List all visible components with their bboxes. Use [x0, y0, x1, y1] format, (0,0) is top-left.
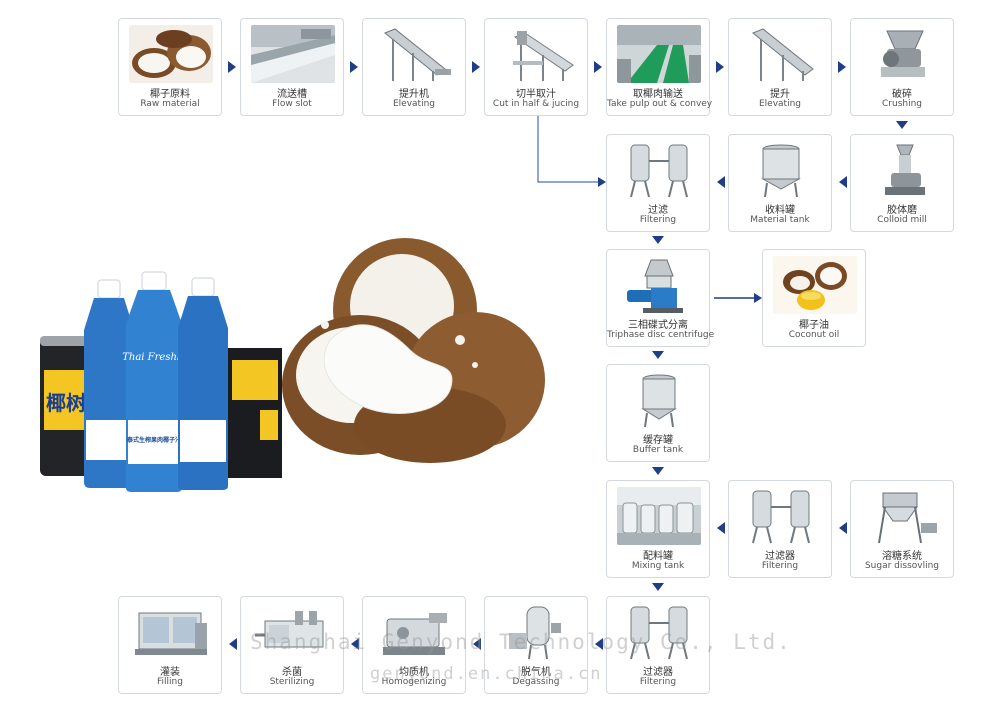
twin-filter-icon [617, 141, 701, 199]
step-crushing: 破碎 Crushing [850, 18, 954, 116]
step-label-zh: 过滤器 [729, 547, 831, 562]
bottle-label: 泰式生榨果肉椰子汁 [126, 436, 181, 444]
arrow-down-icon [652, 583, 664, 591]
step-label-zh: 溶糖系统 [851, 547, 953, 562]
arrow-left-icon [839, 522, 847, 534]
step-cut-half: 切半取汁 Cut in half & jucing [484, 18, 588, 116]
arrow-left-icon [717, 176, 725, 188]
filling-machine-icon [129, 603, 213, 661]
connector-juice-to-filtering [530, 116, 610, 192]
step-label-zh: 收料罐 [729, 201, 831, 216]
step-label-en: Filling [119, 677, 221, 687]
step-label-en: Sterilizing [241, 677, 343, 687]
arrow-left-icon [717, 522, 725, 534]
step-label-zh: 切半取汁 [485, 85, 587, 100]
mixing-tanks-photo [617, 487, 701, 545]
can-brand: 椰树 [46, 391, 86, 415]
step-label-zh: 配料罐 [607, 547, 709, 562]
step-label-en: Raw material [119, 99, 221, 109]
arrow-right-icon [350, 61, 358, 73]
arrow-right-icon [594, 61, 602, 73]
arrow-down-icon [652, 467, 664, 475]
step-filtering-2: 过滤器 Filtering [728, 480, 832, 578]
step-label-zh: 过滤器 [607, 663, 709, 678]
colloid-mill-icon [861, 141, 945, 199]
step-label-zh: 胶体磨 [851, 201, 953, 216]
arrow-right-icon [228, 61, 236, 73]
bottle [178, 278, 228, 490]
crusher-icon [861, 25, 945, 83]
step-filling: 灌装 Filling [118, 596, 222, 694]
bottle-brand: Thai Freshly [122, 352, 186, 363]
step-label-zh: 灌装 [119, 663, 221, 678]
connector-centrifuge-to-oil [712, 290, 764, 306]
step-label-en: Triphase disc centrifuge [607, 330, 709, 340]
step-label-en: Material tank [729, 215, 831, 225]
step-flow-slot: 流送槽 Flow slot [240, 18, 344, 116]
watermark-company: Shanghai Genyond Technology Co., Ltd. [250, 630, 792, 654]
step-label-zh: 三相碟式分离 [607, 316, 709, 331]
coconut-oil-photo [773, 256, 857, 314]
arrow-right-icon [716, 61, 724, 73]
watermark-site: genyond.en.china.cn [370, 664, 602, 684]
sugar-system-icon [861, 487, 945, 545]
bottle: Thai Freshly 泰式生榨果肉椰子汁 [122, 272, 186, 492]
step-label-en: Colloid mill [851, 215, 953, 225]
step-elevating-2: 提升 Elevating [728, 18, 832, 116]
step-label-en: Mixing tank [607, 561, 709, 571]
centrifuge-icon [617, 256, 701, 314]
arrow-left-icon [839, 176, 847, 188]
cutting-machine-icon [495, 25, 579, 83]
pulp-conveyor-photo [617, 25, 701, 83]
tank-icon [739, 141, 823, 199]
step-label-en: Sugar dissovling [851, 561, 953, 571]
step-label-en: Flow slot [241, 99, 343, 109]
step-label-zh: 杀菌 [241, 663, 343, 678]
step-label-en: Elevating [729, 99, 831, 109]
arrow-right-icon [472, 61, 480, 73]
coconut-halves-photo [129, 25, 213, 83]
elevator-conveyor-icon [739, 25, 823, 83]
coconut-milk-illustration: 椰树 Thai Freshly 泰式生榨果肉椰子汁 [30, 220, 550, 495]
step-label-zh: 流送槽 [241, 85, 343, 100]
flow-slot-photo [251, 25, 335, 83]
step-label-en: Buffer tank [607, 445, 709, 455]
step-label-en: Cut in half & jucing [485, 99, 587, 109]
step-colloid-mill: 胶体磨 Colloid mill [850, 134, 954, 232]
step-label-zh: 破碎 [851, 85, 953, 100]
step-label-zh: 过滤 [607, 201, 709, 216]
twin-filter-icon [739, 487, 823, 545]
arrow-down-icon [896, 121, 908, 129]
step-filtering-1: 过滤 Filtering [606, 134, 710, 232]
tank-icon [617, 371, 701, 429]
step-material-tank: 收料罐 Material tank [728, 134, 832, 232]
elevator-conveyor-icon [373, 25, 457, 83]
step-take-pulp: 取椰肉输送 Take pulp out & convey [606, 18, 710, 116]
arrow-down-icon [652, 351, 664, 359]
step-label-en: Elevating [363, 99, 465, 109]
step-label-zh: 提升机 [363, 85, 465, 100]
step-label-en: Crushing [851, 99, 953, 109]
step-sugar-dissolving: 溶糖系统 Sugar dissovling [850, 480, 954, 578]
step-elevating-1: 提升机 Elevating [362, 18, 466, 116]
step-label-zh: 椰子油 [763, 316, 865, 331]
step-label-en: Take pulp out & convey [607, 99, 709, 109]
step-coconut-oil: 椰子油 Coconut oil [762, 249, 866, 347]
step-centrifuge: 三相碟式分离 Triphase disc centrifuge [606, 249, 710, 347]
step-label-en: Filtering [729, 561, 831, 571]
step-label-zh: 缓存罐 [607, 431, 709, 446]
arrow-down-icon [652, 236, 664, 244]
step-label-zh: 取椰肉输送 [607, 85, 709, 100]
step-raw-material: 椰子原料 Raw material [118, 18, 222, 116]
step-label-en: Filtering [607, 215, 709, 225]
step-label-zh: 提升 [729, 85, 831, 100]
step-label-en: Filtering [607, 677, 709, 687]
arrow-left-icon [229, 638, 237, 650]
step-mixing-tank: 配料罐 Mixing tank [606, 480, 710, 578]
step-label-zh: 椰子原料 [119, 85, 221, 100]
step-buffer-tank: 缓存罐 Buffer tank [606, 364, 710, 462]
arrow-right-icon [838, 61, 846, 73]
step-label-en: Coconut oil [763, 330, 865, 340]
